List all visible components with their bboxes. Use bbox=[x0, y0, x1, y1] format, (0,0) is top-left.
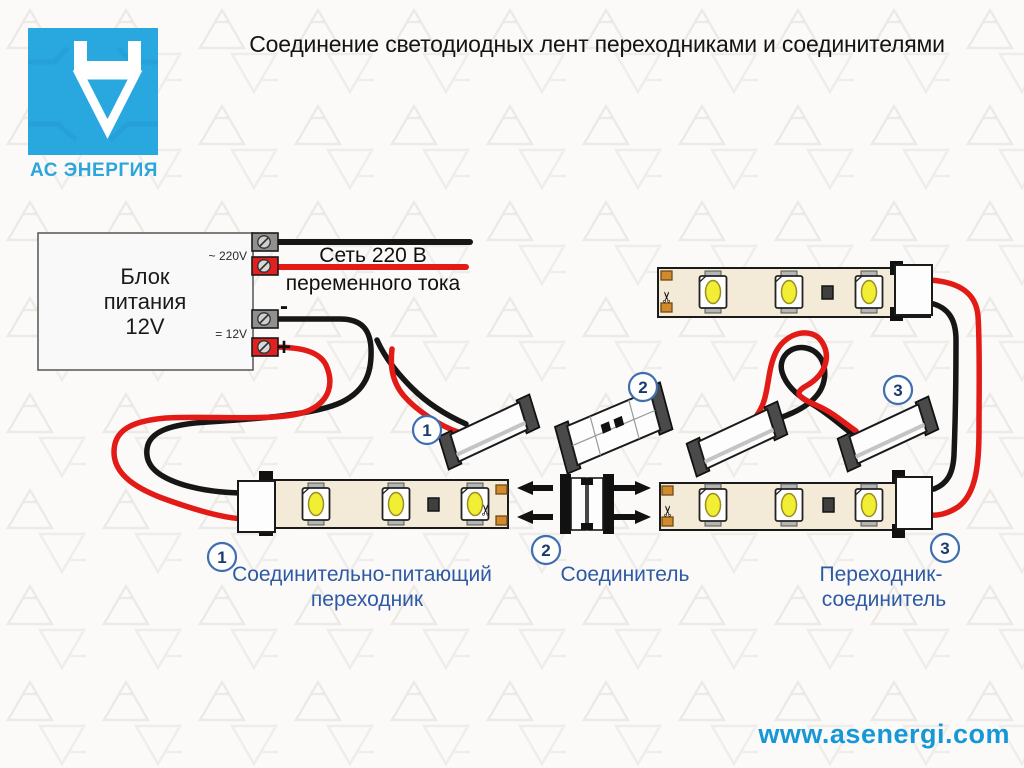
dc-terminal-plus bbox=[251, 337, 279, 357]
arrow-right-icon bbox=[635, 510, 651, 524]
ac-terminal-line bbox=[251, 256, 279, 276]
ac-terminal-label: ~ 220V bbox=[209, 249, 247, 263]
scissors-icon: ✂ bbox=[477, 504, 495, 517]
led-chip bbox=[854, 270, 884, 314]
led-chip bbox=[698, 483, 728, 527]
adapter3-loop-wires bbox=[754, 330, 859, 437]
legend-adapter1-line2: переходник bbox=[311, 588, 424, 611]
resistor-chip bbox=[822, 497, 835, 513]
svg-text:3: 3 bbox=[940, 539, 949, 558]
strip-end-connector bbox=[895, 476, 933, 530]
legend-connector2: Соединитель bbox=[561, 563, 690, 586]
led-strip-top-right: ✂ bbox=[657, 261, 933, 321]
adapter1-product bbox=[439, 394, 540, 469]
led-strip-bottom-right: ✂ bbox=[659, 470, 933, 538]
solder-pad bbox=[495, 484, 508, 495]
mains-wires bbox=[267, 239, 473, 270]
resistor-chip bbox=[821, 285, 834, 300]
page-title: Соединение светодиодных лент переходника… bbox=[249, 31, 945, 57]
svg-text:3: 3 bbox=[893, 381, 902, 400]
adapter1-wires bbox=[374, 337, 469, 435]
adapter3-product-right bbox=[838, 396, 939, 471]
scissors-icon: ✂ bbox=[658, 291, 676, 304]
psu-name-line3: 12V bbox=[125, 314, 164, 339]
logo-mark-icon bbox=[22, 28, 164, 155]
power-supply-unit: Блок питания 12V ~ 220V = 12V - + bbox=[37, 232, 291, 371]
company-logo: АС ЭНЕРГИЯ bbox=[22, 28, 178, 182]
connector2-front-view bbox=[517, 474, 651, 534]
dc-terminal-minus bbox=[251, 309, 279, 329]
solder-pad bbox=[661, 485, 674, 496]
psu-name-line2: питания bbox=[104, 289, 187, 314]
callout-1-product: 1 bbox=[411, 414, 443, 446]
arrow-right-icon bbox=[635, 481, 651, 495]
scissors-icon: ✂ bbox=[659, 505, 677, 518]
callout-2-usage: 2 bbox=[530, 534, 562, 566]
brand-name: АС ЭНЕРГИЯ bbox=[30, 160, 158, 181]
website-link[interactable]: www.asenergi.com bbox=[758, 719, 1010, 749]
strip-link-wires bbox=[923, 277, 982, 518]
arrow-left-icon bbox=[517, 510, 533, 524]
plus-sign: + bbox=[277, 334, 291, 361]
resistor-chip bbox=[427, 497, 440, 512]
led-chip bbox=[854, 483, 884, 527]
svg-text:2: 2 bbox=[541, 541, 550, 560]
mains-voltage-label: Сеть 220 В переменного тока bbox=[286, 244, 461, 295]
solder-pad bbox=[660, 302, 673, 313]
psu-name-line1: Блок bbox=[120, 264, 170, 289]
solder-pad bbox=[661, 516, 674, 527]
mains-label-line1: Сеть 220 В bbox=[319, 244, 426, 267]
legend-adapter1-line1: Соединительно-питающий bbox=[232, 563, 492, 586]
svg-text:1: 1 bbox=[217, 548, 226, 567]
svg-text:2: 2 bbox=[638, 378, 647, 397]
led-chip bbox=[698, 270, 728, 314]
led-chip bbox=[301, 482, 331, 526]
legend-adapter3-line1: Переходник- bbox=[820, 563, 943, 586]
led-chip bbox=[774, 270, 804, 314]
solder-pad bbox=[660, 270, 673, 281]
ac-terminal-neutral bbox=[251, 232, 279, 252]
callout-2-product: 2 bbox=[627, 371, 659, 403]
led-strip-bottom-left: ✂ bbox=[237, 471, 509, 536]
strip-end-connector bbox=[894, 264, 933, 316]
solder-pad bbox=[495, 515, 508, 526]
strip-end-connector bbox=[237, 480, 276, 533]
dc-supply-wires bbox=[111, 316, 374, 522]
minus-sign: - bbox=[280, 293, 288, 320]
dc-terminal-label: = 12V bbox=[215, 327, 247, 341]
led-chip bbox=[774, 483, 804, 527]
arrow-left-icon bbox=[517, 481, 533, 495]
callout-3-product: 3 bbox=[882, 374, 914, 406]
callout-3-usage: 3 bbox=[929, 532, 961, 564]
svg-text:1: 1 bbox=[422, 421, 431, 440]
legend-adapter3-line2: соединитель bbox=[822, 588, 947, 611]
adapter3-product-left bbox=[687, 401, 788, 476]
mains-label-line2: переменного тока bbox=[286, 272, 461, 295]
led-chip bbox=[381, 482, 411, 526]
callout-1-usage: 1 bbox=[206, 541, 238, 573]
